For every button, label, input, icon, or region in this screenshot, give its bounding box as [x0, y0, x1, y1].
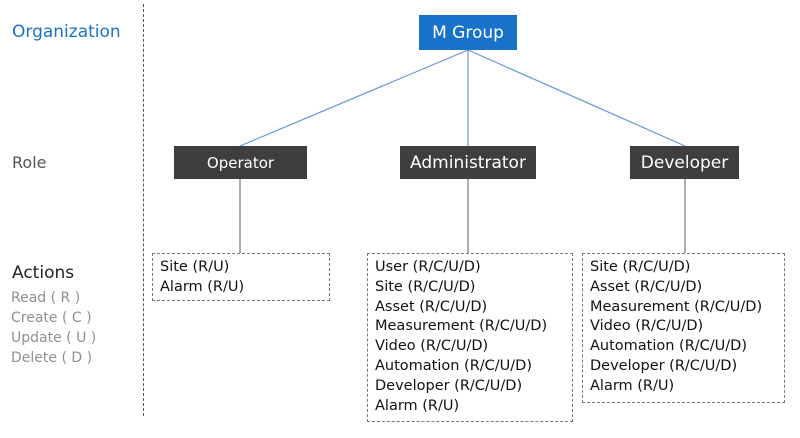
operator-permissions: Site (R/U) Alarm (R/U): [152, 253, 330, 301]
permission-item: Site (R/U): [160, 259, 230, 275]
permission-item: Measurement (R/C/U/D): [375, 318, 548, 335]
permission-item: Developer (R/C/U/D): [590, 357, 738, 374]
legend-delete: Delete ( D ): [11, 350, 93, 366]
permission-item: Video (R/C/U/D): [590, 318, 704, 335]
organization-label: Organization: [12, 22, 121, 42]
role-node-administrator: Administrator: [400, 146, 536, 179]
developer-permissions: Site (R/C/U/D) Asset (R/C/U/D) Measureme…: [582, 253, 785, 403]
legend-create: Create ( C ): [11, 310, 92, 326]
administrator-permissions: User (R/C/U/D) Site (R/C/U/D) Asset (R/C…: [367, 253, 573, 422]
connector-org-developer: [467, 49, 686, 147]
permission-legend: Read ( R ) Create ( C ) Update ( U ) Del…: [11, 288, 96, 368]
permission-item: Alarm (R/U): [160, 278, 245, 295]
role-label: Role: [12, 153, 47, 172]
permission-item: Site (R/C/U/D): [375, 278, 476, 295]
permission-item: Alarm (R/U): [590, 377, 675, 394]
role-node-operator: Operator: [174, 146, 307, 179]
permission-item: Alarm (R/U): [375, 397, 460, 414]
connector-org-operator: [239, 49, 469, 147]
permission-item: Measurement (R/C/U/D): [590, 298, 763, 315]
legend-read: Read ( R ): [11, 290, 81, 306]
permission-item: Automation (R/C/U/D): [590, 338, 748, 355]
permission-item: User (R/C/U/D): [375, 259, 481, 275]
permission-item: Automation (R/C/U/D): [375, 357, 533, 374]
permission-item: Developer (R/C/U/D): [375, 377, 523, 394]
section-divider: [143, 4, 144, 416]
org-node-m-group: M Group: [419, 15, 517, 50]
role-node-developer: Developer: [630, 146, 739, 179]
actions-label: Actions: [12, 263, 75, 283]
permission-item: Site (R/C/U/D): [590, 259, 691, 275]
permission-item: Asset (R/C/U/D): [375, 298, 488, 315]
permission-item: Video (R/C/U/D): [375, 338, 489, 355]
permission-item: Asset (R/C/U/D): [590, 278, 703, 295]
legend-update: Update ( U ): [11, 330, 97, 346]
